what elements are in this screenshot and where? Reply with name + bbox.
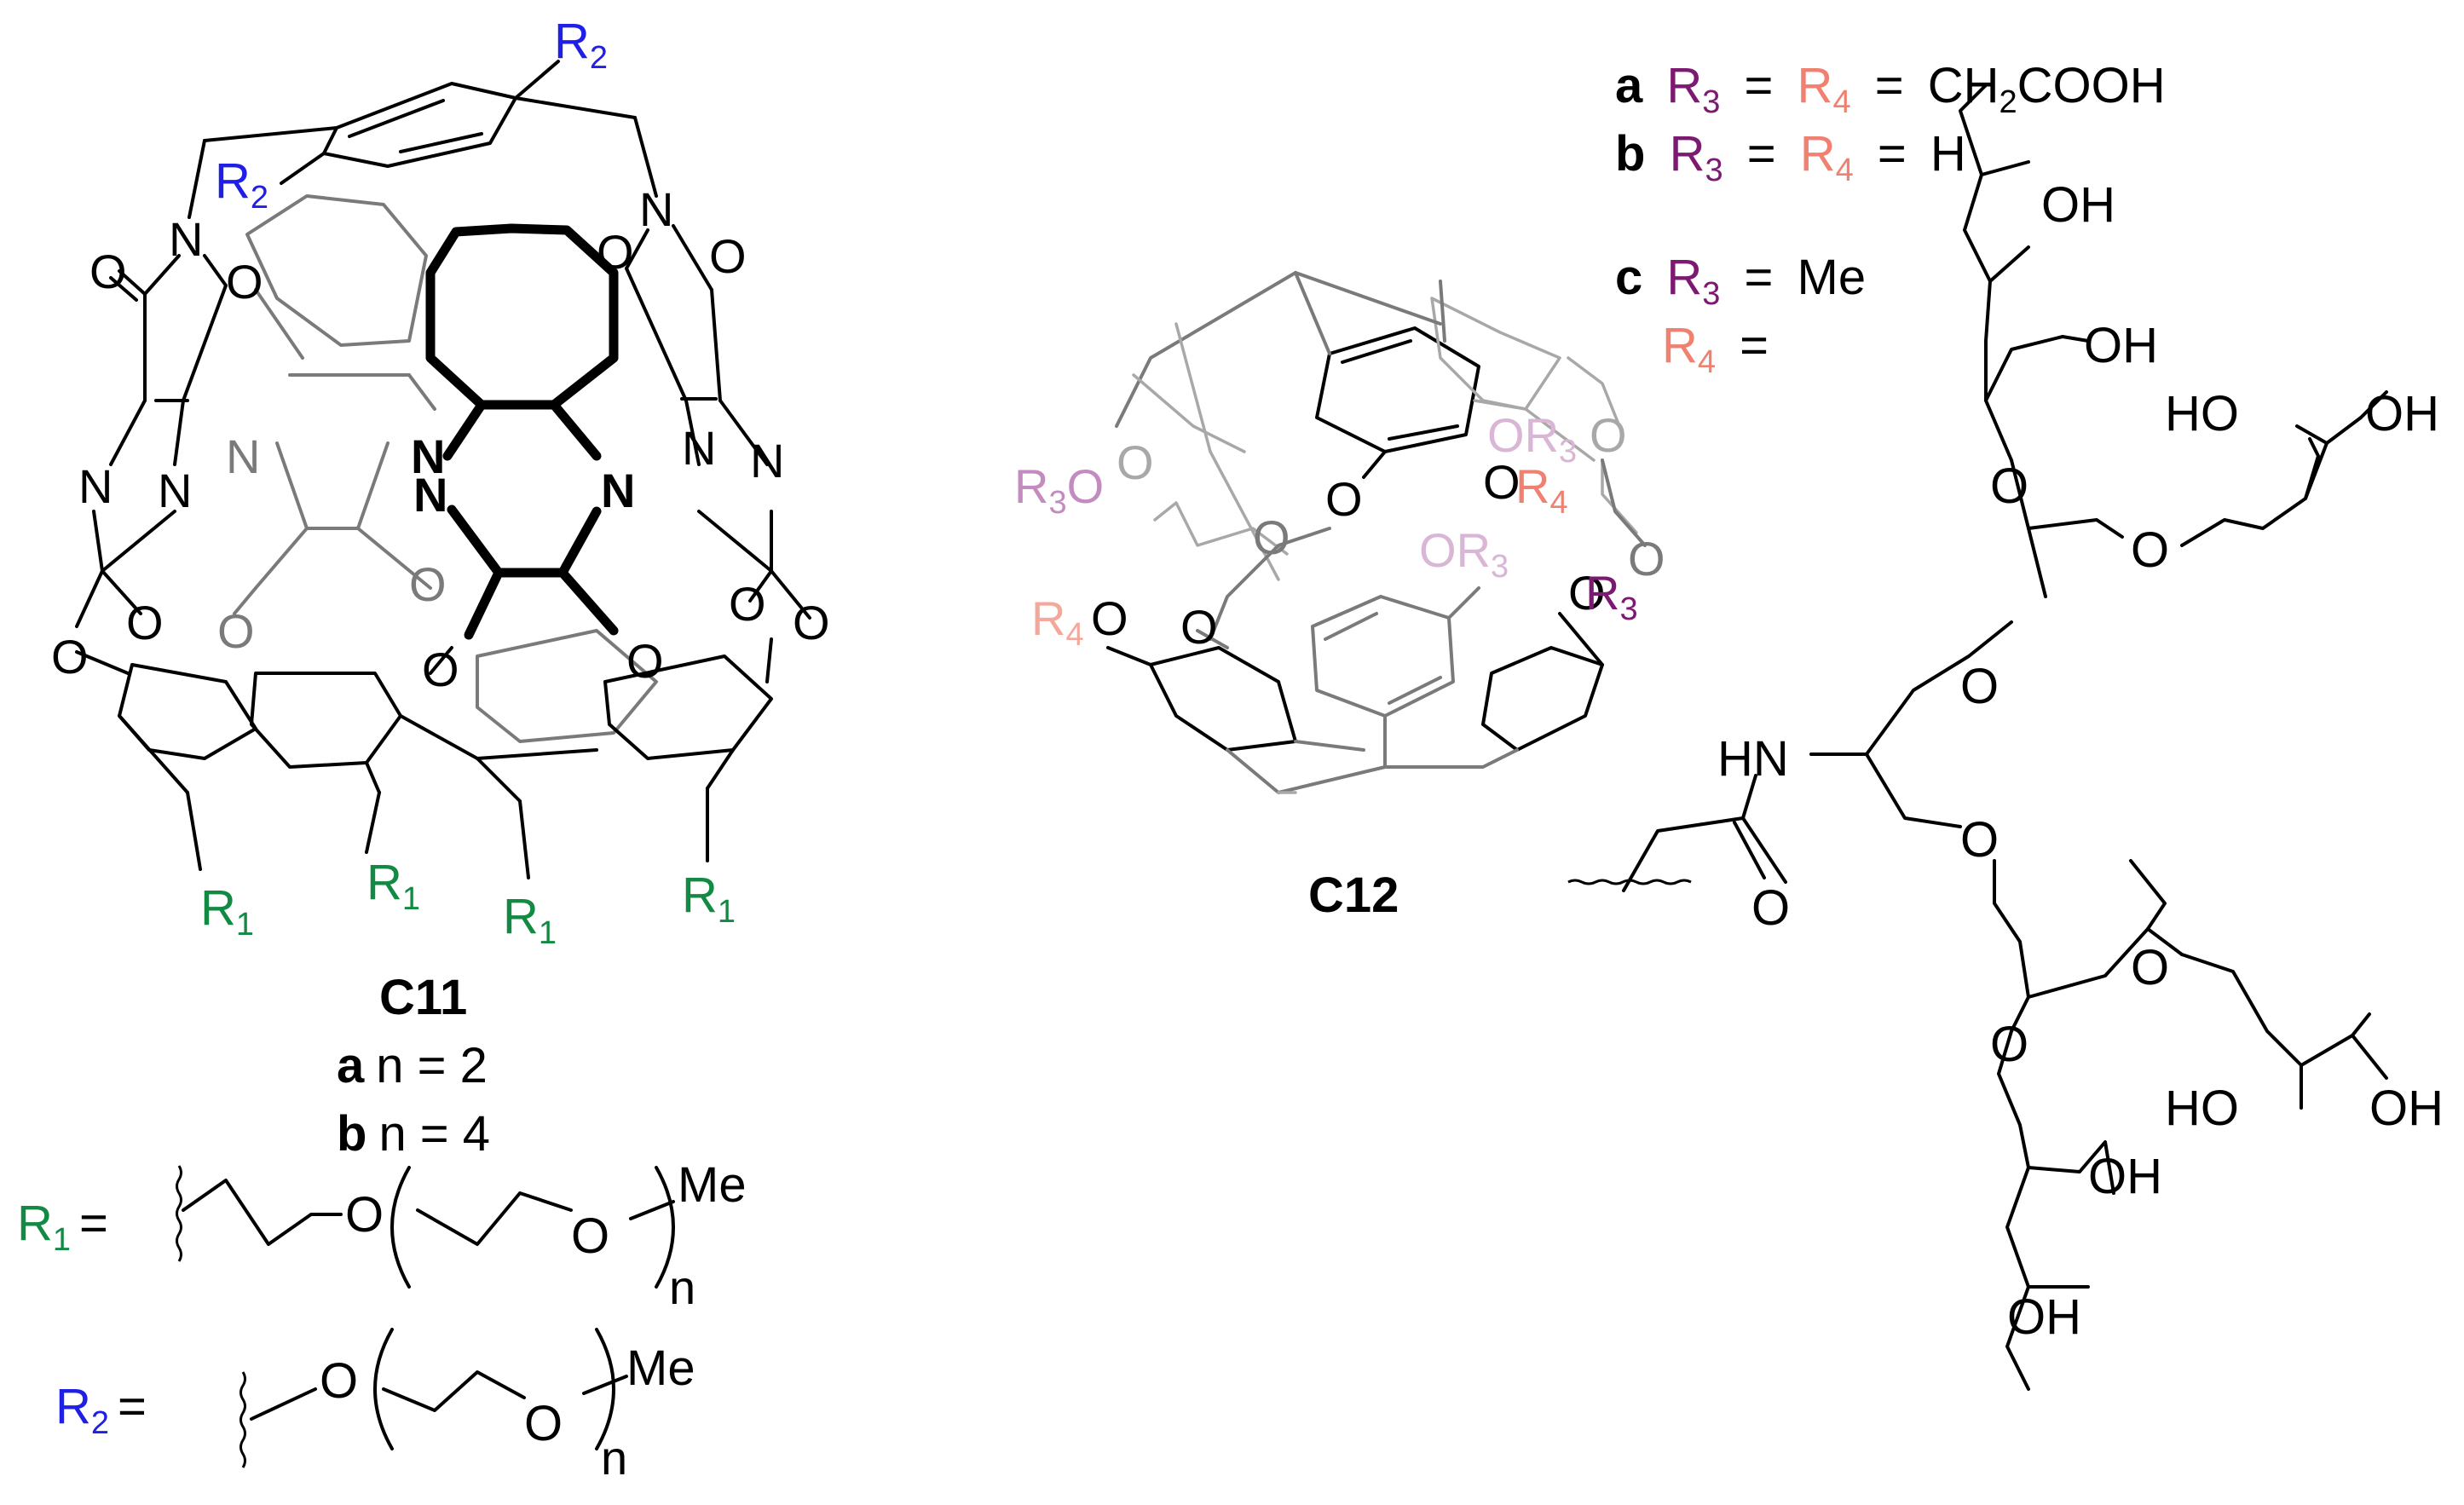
c12-o-2: O (1325, 472, 1363, 526)
dendron-o-3: O (1990, 458, 2028, 514)
c11-r1-1: R1 (200, 880, 254, 943)
c12-variant-a: a R3 = R4 = CH2COOH (1615, 58, 2166, 124)
polyglycerol-dendron (1567, 84, 2388, 1391)
dendron-oh-3: OH (2365, 386, 2439, 441)
c11-r1-2: R1 (366, 855, 420, 917)
c12-bottom-ring-center (1311, 595, 1455, 718)
r1-peg-o: O (571, 1208, 609, 1264)
dendron-ho-1: HO (2165, 386, 2239, 441)
c11-front-quinoxaline-wall (425, 223, 619, 640)
c11-carbonyl-o-3: O (597, 225, 634, 279)
r1-ether-o: O (345, 1187, 384, 1243)
c12-name: C12 (1308, 868, 1399, 923)
c11-carbonyl-o-1: O (89, 245, 127, 298)
r2-ether-o: O (320, 1353, 358, 1409)
c11-quinox-n-3: N (601, 464, 635, 517)
c11-carbonyl-o-2: O (226, 255, 263, 308)
r2-n: n (601, 1431, 627, 1485)
c11-imide-n-left: N (169, 212, 203, 266)
c12-r3-top-right: OR3 (1487, 408, 1577, 470)
c11-top-aryl-ring (188, 60, 658, 219)
r1-n: n (669, 1260, 695, 1314)
c12-variant-b: b R3 = R4 = H (1615, 126, 1966, 192)
c11-left-imide-bridge (75, 254, 228, 628)
c12-bottom-ring-right (1481, 646, 1604, 752)
c11-gray-o-1: O (217, 604, 255, 658)
dendron-hn: HN (1717, 731, 1789, 787)
dendron-o-1: O (1960, 812, 1999, 868)
c11-triazole-n-4: N (750, 434, 784, 487)
dendron-ho-2: HO (2165, 1081, 2239, 1136)
dendron-oh-2: OH (2084, 318, 2158, 373)
dendron-oh-6: OH (2007, 1289, 2081, 1345)
c11-atom-labels: N N O O O O N N N N O O O O O O O O N N … (51, 182, 830, 696)
c11-back-quinoxaline-wall (233, 194, 436, 615)
c11-ether-o-3: O (729, 577, 766, 631)
c12-o-9: O (1091, 591, 1128, 645)
c12-r3-center: OR3 (1419, 523, 1509, 585)
c12-top-ring-2 (1430, 297, 1561, 411)
c12-o-6: O (1253, 510, 1290, 564)
c12-variants-legend: a R3 = R4 = CH2COOH b R3 = R4 = H c R3 =… (1615, 58, 2166, 383)
c11-ether-o-1: O (51, 630, 89, 683)
dendron-oh-4: OH (2369, 1081, 2444, 1136)
c12-o-7: O (1180, 600, 1218, 654)
dendron-o-6: O (1990, 1017, 2028, 1072)
c12-o-5: O (1628, 532, 1665, 585)
dendron-oh-5: OH (2088, 1149, 2162, 1204)
c12-o-4: O (1590, 408, 1627, 462)
c11-carbonyl-o-4: O (709, 229, 747, 283)
c12-r3-left: R3O (1014, 459, 1104, 521)
c12-bottom-ring-left (1149, 646, 1297, 752)
c12-variant-c: c R3 = Me (1615, 250, 1866, 315)
r2-definition: R2= O O n Me (55, 1328, 695, 1485)
c12-o-3: O (1483, 455, 1521, 509)
c11-triazole-n-3: N (682, 421, 716, 475)
dendron-o-2: O (1960, 659, 1999, 714)
r1-def-label: R1= (17, 1196, 108, 1258)
c11-ether-o-2: O (126, 596, 164, 649)
c11-right-imide-bridge (625, 224, 811, 620)
r1-definition: R1= O O n Me (17, 1157, 747, 1314)
c11-imide-n-right: N (639, 182, 673, 236)
dendron-o-4: O (2131, 522, 2169, 578)
c12-r4-left: R4 (1031, 591, 1084, 653)
r2-def-label: R2= (55, 1379, 147, 1441)
dendron-amide-o: O (1751, 880, 1790, 936)
c11-quinox-n-2: N (413, 468, 447, 522)
dendron-oh-1: OH (2041, 177, 2115, 233)
r1-me: Me (678, 1157, 747, 1213)
c11-ether-o-6: O (626, 634, 664, 688)
c12-r4-right: R4 (1515, 459, 1568, 521)
c11-gray-n-1: N (226, 430, 260, 483)
c11-r2-labels: R2 R2 (215, 14, 608, 216)
c12-variant-c-r4: R4 = (1662, 318, 1769, 383)
c11-structure: N N O O O O N N N N O O O O O O O O N N … (17, 14, 830, 1485)
c11-quinox-n-1: N (411, 430, 445, 483)
dendron-o-5: O (2131, 940, 2169, 995)
c11-r2-top: R2 (554, 14, 608, 76)
c11-cavitand-bowl (75, 629, 773, 879)
c11-r1-4: R1 (682, 868, 736, 930)
c12-o-1: O (1117, 435, 1154, 489)
c12-top-ring-1 (1315, 326, 1480, 453)
c12-o-8: O (1568, 566, 1606, 620)
c11-r2-left: R2 (215, 153, 268, 216)
c11-gray-o-2: O (409, 557, 447, 611)
c11-ether-o-5: O (422, 643, 459, 696)
c11-triazole-n-2: N (158, 464, 192, 517)
c11-ether-o-4: O (793, 596, 830, 649)
c11-r1-labels: R1 R1 R1 R1 (200, 855, 736, 951)
c12-r3-bottom-right: R3 (1585, 566, 1638, 627)
c11-name: C11 (379, 970, 467, 1025)
r2-me: Me (626, 1341, 695, 1396)
c12-structure: O O O O O O O O O R3O OR3 R4 OR3 R3 R4 C… (1014, 271, 1665, 923)
c11-triazole-n-1: N (78, 459, 113, 513)
dendron-atom-labels: HN O O O O O O O OH OH HO OH HO OH OH OH (1717, 177, 2444, 1345)
r2-peg-o: O (524, 1396, 563, 1451)
c11-r1-3: R1 (503, 889, 557, 951)
